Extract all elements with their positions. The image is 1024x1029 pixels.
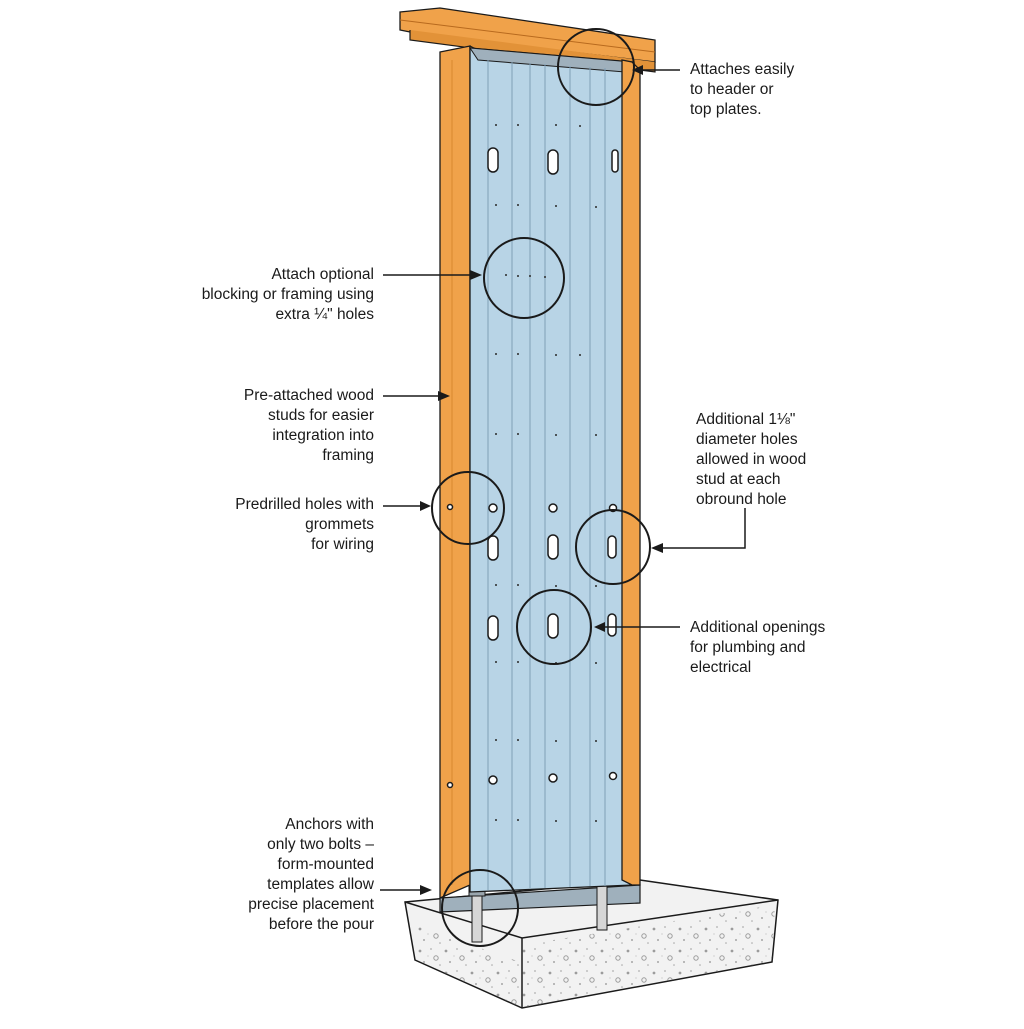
callout-studs-text: Pre-attached wood studs for easier integ… — [243, 387, 374, 464]
callout-blocking-text: Attach optional blocking or framing usin… — [201, 266, 374, 323]
circle-grommets — [431, 471, 505, 545]
obround-holes — [487, 147, 619, 641]
circle-diameter — [575, 509, 651, 585]
steel-panel — [446, 47, 633, 893]
concrete-foundation — [404, 879, 779, 1009]
circle-blocking — [483, 237, 565, 319]
callout-circles — [431, 28, 651, 947]
callout-diameter-text: Additional 1⅛" diameter holes allowed in… — [696, 411, 807, 508]
circle-top — [557, 28, 635, 106]
base-plate — [439, 884, 641, 913]
round-holes — [446, 503, 618, 789]
callout-openings-text: Additional openings for plumbing and ele… — [690, 619, 826, 676]
callout-grommets-text: Predrilled holes with grommets for wirin… — [235, 496, 374, 553]
callout-anchors-text: Anchors with only two bolts – form-mount… — [248, 816, 374, 933]
circle-anchors — [441, 869, 519, 947]
fastener-dots — [495, 124, 597, 822]
leader-lines — [380, 65, 746, 895]
callout-top-text: Attaches easily to header or top plates. — [690, 61, 795, 118]
circle-openings — [516, 589, 592, 665]
wood-stud-right — [621, 59, 641, 886]
